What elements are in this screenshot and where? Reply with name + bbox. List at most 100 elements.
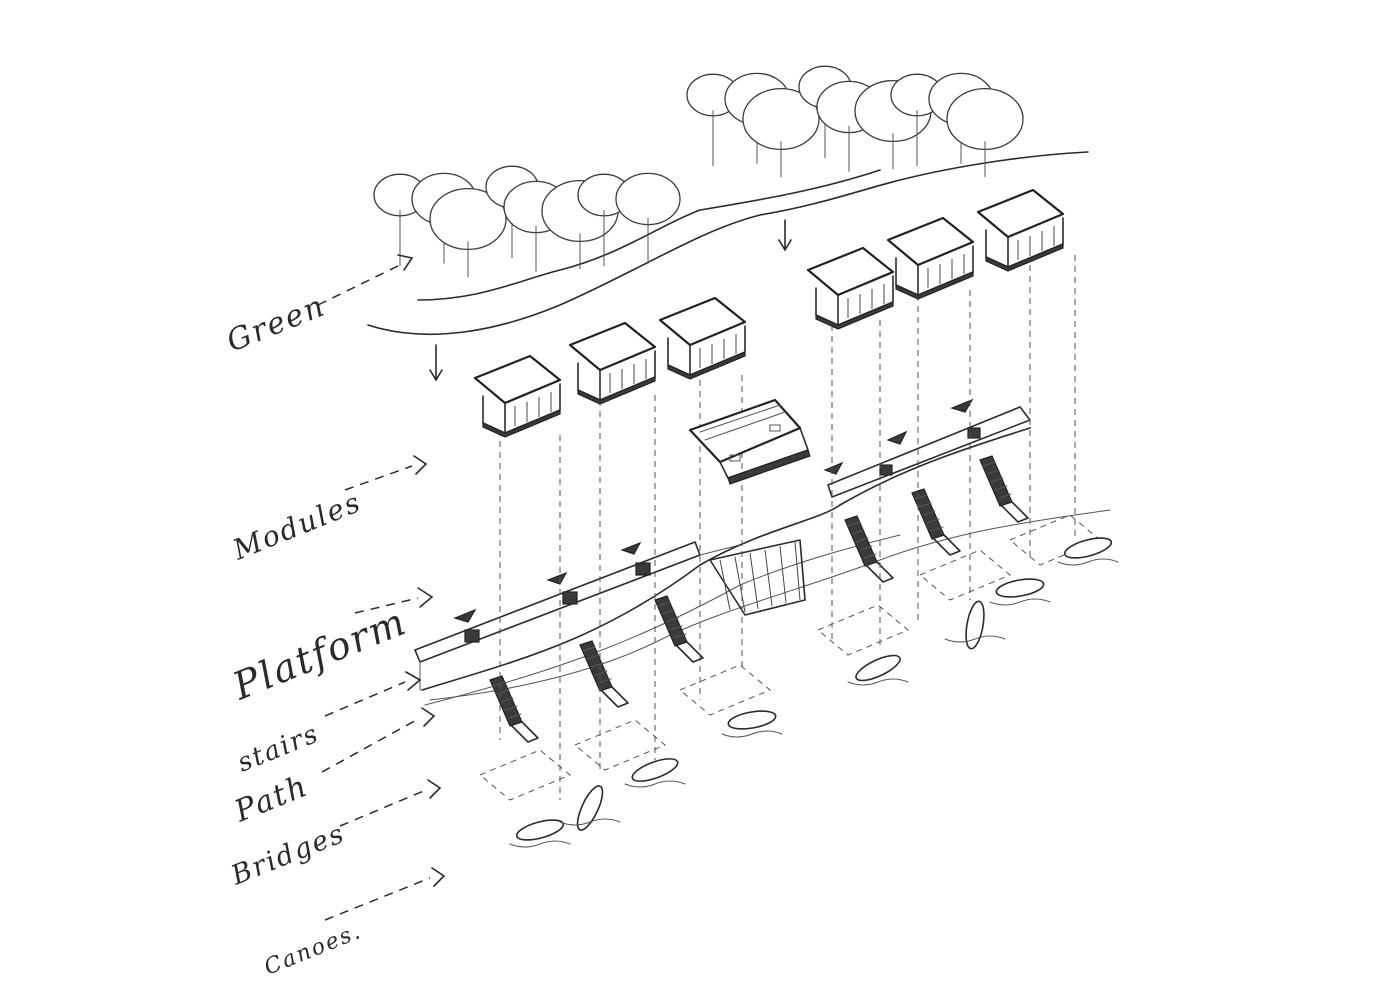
module-base xyxy=(667,351,746,380)
label-modules: Modules xyxy=(227,455,428,567)
module-3 xyxy=(658,296,747,380)
stair-step xyxy=(661,609,675,615)
stair-step xyxy=(582,646,596,652)
stair-step xyxy=(855,537,869,543)
module-4 xyxy=(806,246,895,330)
canoe xyxy=(995,578,1045,598)
stair-step xyxy=(851,529,865,535)
canoe xyxy=(965,600,985,650)
stair-step xyxy=(598,678,612,684)
bridge-deck xyxy=(866,561,894,583)
green-layer xyxy=(367,65,1089,382)
path-line-left xyxy=(421,504,841,691)
stair-group xyxy=(489,675,539,743)
water-ripple xyxy=(944,635,1006,643)
stair-step xyxy=(504,705,518,711)
stair-step xyxy=(918,502,932,508)
module-base xyxy=(895,271,974,300)
module-2 xyxy=(568,321,657,405)
stair-group xyxy=(911,488,961,556)
stair-group xyxy=(579,640,629,708)
canoe xyxy=(727,710,777,730)
stair-step xyxy=(673,633,687,639)
tree-cluster-left xyxy=(373,165,681,278)
stair-step xyxy=(926,518,940,524)
stair-flight xyxy=(654,595,688,647)
stair-step xyxy=(847,521,861,527)
label-canoes-text: Canoes. xyxy=(261,919,366,981)
footprint xyxy=(919,549,1011,601)
module-hatch xyxy=(609,359,647,393)
label-stairs-text: stairs xyxy=(233,719,323,779)
stairs-layer xyxy=(489,455,1029,743)
stair-group xyxy=(654,595,704,663)
canoe xyxy=(1063,537,1113,559)
label-green: Green xyxy=(222,254,414,359)
stair-flight xyxy=(489,675,523,727)
module-hatch xyxy=(847,284,885,318)
label-modules-text: Modules xyxy=(227,485,366,567)
canoe xyxy=(855,654,901,682)
module-5 xyxy=(886,216,975,300)
bank-line-upper xyxy=(417,169,881,301)
stair-step xyxy=(986,469,1000,475)
stair-step xyxy=(594,670,608,676)
footprint xyxy=(817,604,909,656)
stair-step xyxy=(863,553,877,559)
stair-step xyxy=(930,526,944,532)
water-ripple xyxy=(847,678,909,686)
water-ripple xyxy=(721,730,783,738)
module-hatch xyxy=(514,392,552,426)
module-base xyxy=(815,301,894,330)
module-roof xyxy=(568,321,657,372)
module-roof xyxy=(806,246,895,297)
tree-right-canopy xyxy=(946,87,1024,151)
label-green-text: Green xyxy=(222,288,331,359)
stair-step xyxy=(586,654,600,660)
footprint xyxy=(679,664,771,716)
water-ripple xyxy=(559,818,621,826)
stair-step xyxy=(859,545,873,551)
water-ripple xyxy=(624,780,686,788)
stair-step xyxy=(496,689,510,695)
tree-cluster-right xyxy=(686,65,1024,178)
label-platform-text: Platform xyxy=(226,599,413,709)
down-arrow-left xyxy=(429,344,443,382)
bank-line-lower xyxy=(367,151,1089,336)
central-bridge-hatch xyxy=(709,539,806,616)
tree-left-canopy xyxy=(615,172,681,226)
bridge-deck xyxy=(1001,501,1029,523)
stair-step xyxy=(994,485,1008,491)
platform-layer xyxy=(414,398,1111,706)
module-roof xyxy=(886,216,975,267)
stair-group xyxy=(979,455,1029,523)
module-roof xyxy=(976,188,1065,239)
stair-flight xyxy=(844,515,878,567)
stair-step xyxy=(990,477,1004,483)
projection-lines xyxy=(479,255,1101,801)
module-hatch xyxy=(927,254,965,288)
module-hatch xyxy=(699,334,737,368)
stair-step xyxy=(500,697,514,703)
module-6 xyxy=(976,188,1065,272)
label-platform: Platform xyxy=(226,587,434,709)
footprint xyxy=(479,749,571,801)
down-arrow-right xyxy=(778,219,792,252)
canoe xyxy=(576,785,604,831)
canoes-layer xyxy=(509,537,1119,848)
path-line-right xyxy=(839,427,1031,506)
canoe xyxy=(631,758,679,782)
water-ripple xyxy=(1057,558,1119,566)
module-base xyxy=(482,409,561,438)
module-roof xyxy=(473,354,562,405)
stair-step xyxy=(982,461,996,467)
bridge-deck xyxy=(601,686,629,708)
label-path-text: Path xyxy=(229,768,314,829)
bridge-deck xyxy=(511,721,539,743)
label-bridges-text: Bridges xyxy=(226,818,350,892)
stair-step xyxy=(914,494,928,500)
module-base xyxy=(577,376,656,405)
stair-step xyxy=(669,625,683,631)
